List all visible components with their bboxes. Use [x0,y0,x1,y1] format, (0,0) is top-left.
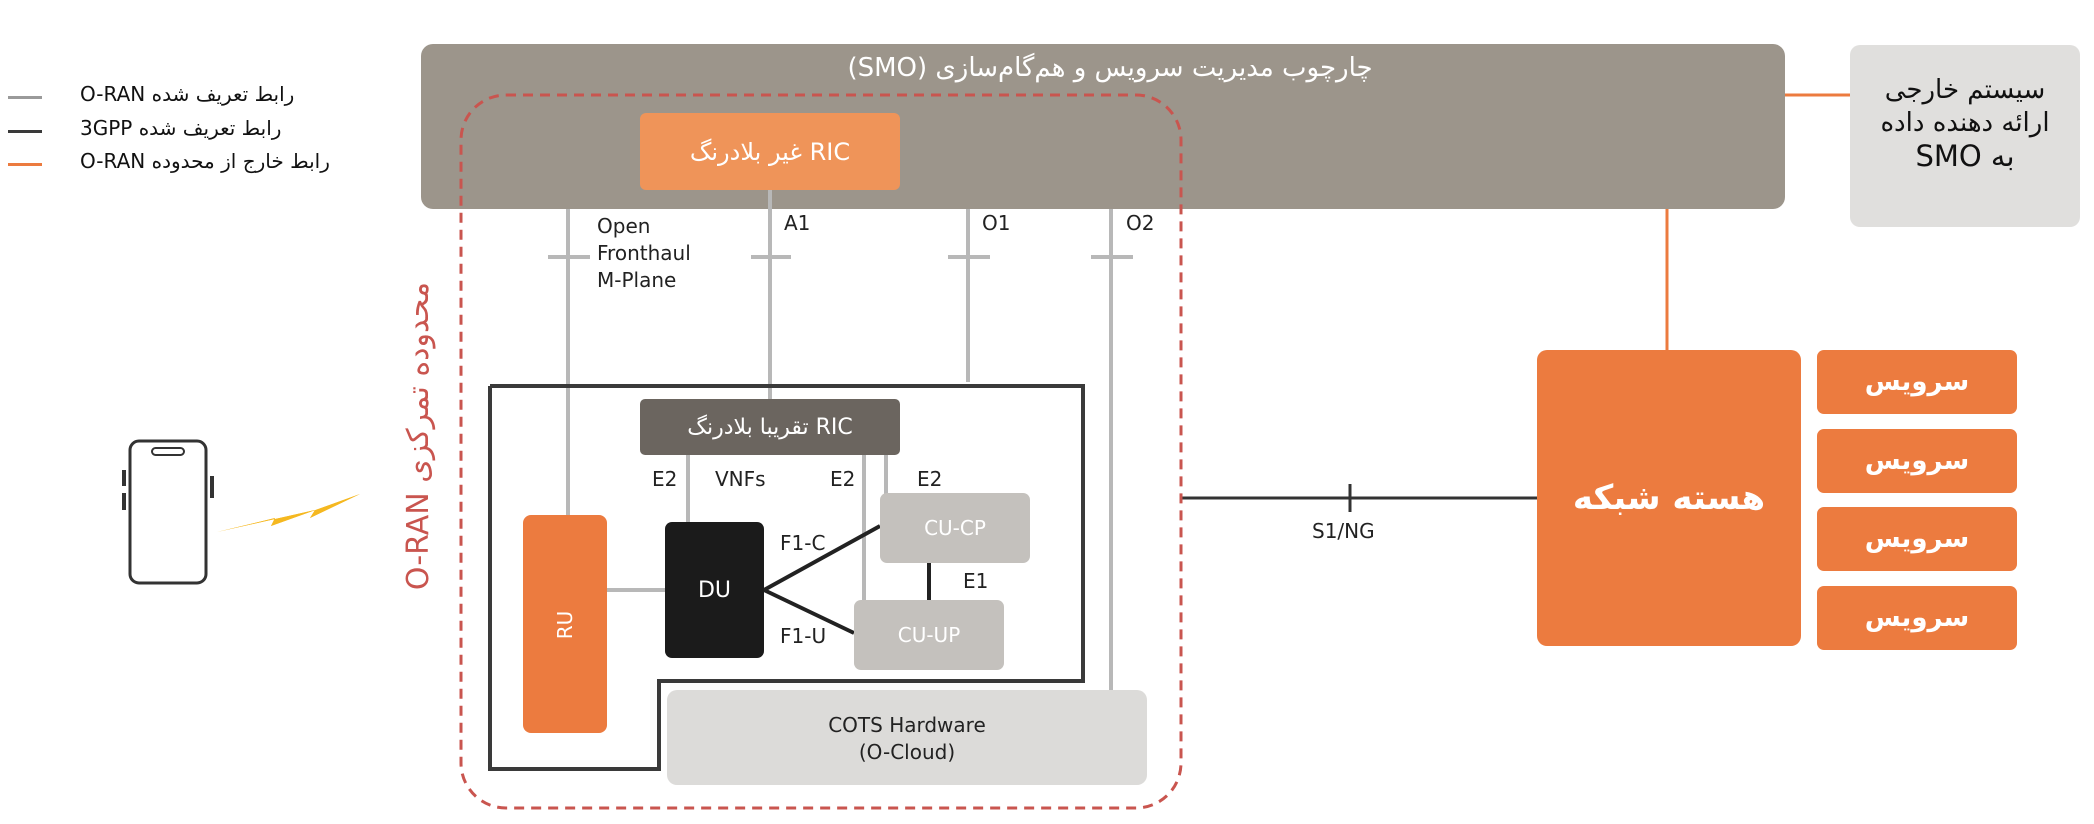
du-box: DU [665,522,764,658]
cots-line2: (O-Cloud) [858,740,956,764]
non-rt-ric-box: RIC غیر بلادرنگ [640,113,900,190]
cots-line1: COTS Hardware [828,713,986,737]
o2-label: O2 [1126,211,1155,235]
legend-label: رابط تعریف شده O-RAN [80,82,295,106]
e1-label: E1 [963,569,989,593]
e2-cucp-label-a: E2 [830,467,856,491]
legend-item-3gpp: رابط تعریف شده 3GPP [5,116,365,146]
cu-up-box: CU-UP [854,600,1004,670]
ru-label: RU [553,610,577,640]
legend-swatch [8,96,42,99]
legend-label: رابط تعریف شده 3GPP [80,116,282,140]
phone-icon [122,439,214,585]
external-system-label: سیستم خارجی ارائه دهنده داده به SMO [1850,74,2080,173]
external-system-line2: ارائه دهنده داده [1880,108,2050,138]
vnfs-label: VNFs [715,467,766,491]
service-box: سرویس [1817,507,2017,571]
a1-label: A1 [784,211,811,235]
legend-swatch [8,130,42,133]
near-rt-ric-box: RIC تقریبا بلادرنگ [640,399,900,455]
service-box: سرویس [1817,586,2017,650]
fronthaul-line3: M-Plane [597,268,677,292]
legend-swatch [8,163,42,166]
core-network-box: هسته شبکه [1537,350,1801,646]
legend-label: رابط خارج از محدوده O-RAN [80,149,330,173]
e2-cucp-label-b: E2 [917,467,943,491]
legend-item-out-of-scope: رابط خارج از محدوده O-RAN [5,149,365,179]
fronthaul-line1: Open [597,214,651,238]
service-box: سرویس [1817,350,2017,414]
service-box: سرویس [1817,429,2017,493]
external-system-box [1850,45,2080,227]
external-system-line1: سیستم خارجی [1884,75,2046,105]
o1-label: O1 [982,211,1011,235]
f1c-label: F1-C [780,531,826,555]
fronthaul-label: Open Fronthaul M-Plane [597,213,691,294]
s1ng-label: S1/NG [1312,519,1375,543]
cu-cp-box: CU-CP [880,493,1030,563]
cots-label: COTS Hardware (O-Cloud) [667,712,1147,766]
e2-du-label: E2 [652,467,678,491]
fronthaul-line2: Fronthaul [597,241,691,265]
f1u-label: F1-U [780,624,827,648]
cots-box [667,690,1147,785]
legend-item-oran: رابط تعریف شده O-RAN [5,82,365,112]
ru-box [523,515,607,733]
external-system-line3: به SMO [1915,139,2015,173]
focus-area-label: محدوده تمرکزی O-RAN [400,281,436,591]
smo-title: چارچوب مدیریت سرویس و هم‌گام‌سازی (SMO) [847,53,1373,83]
